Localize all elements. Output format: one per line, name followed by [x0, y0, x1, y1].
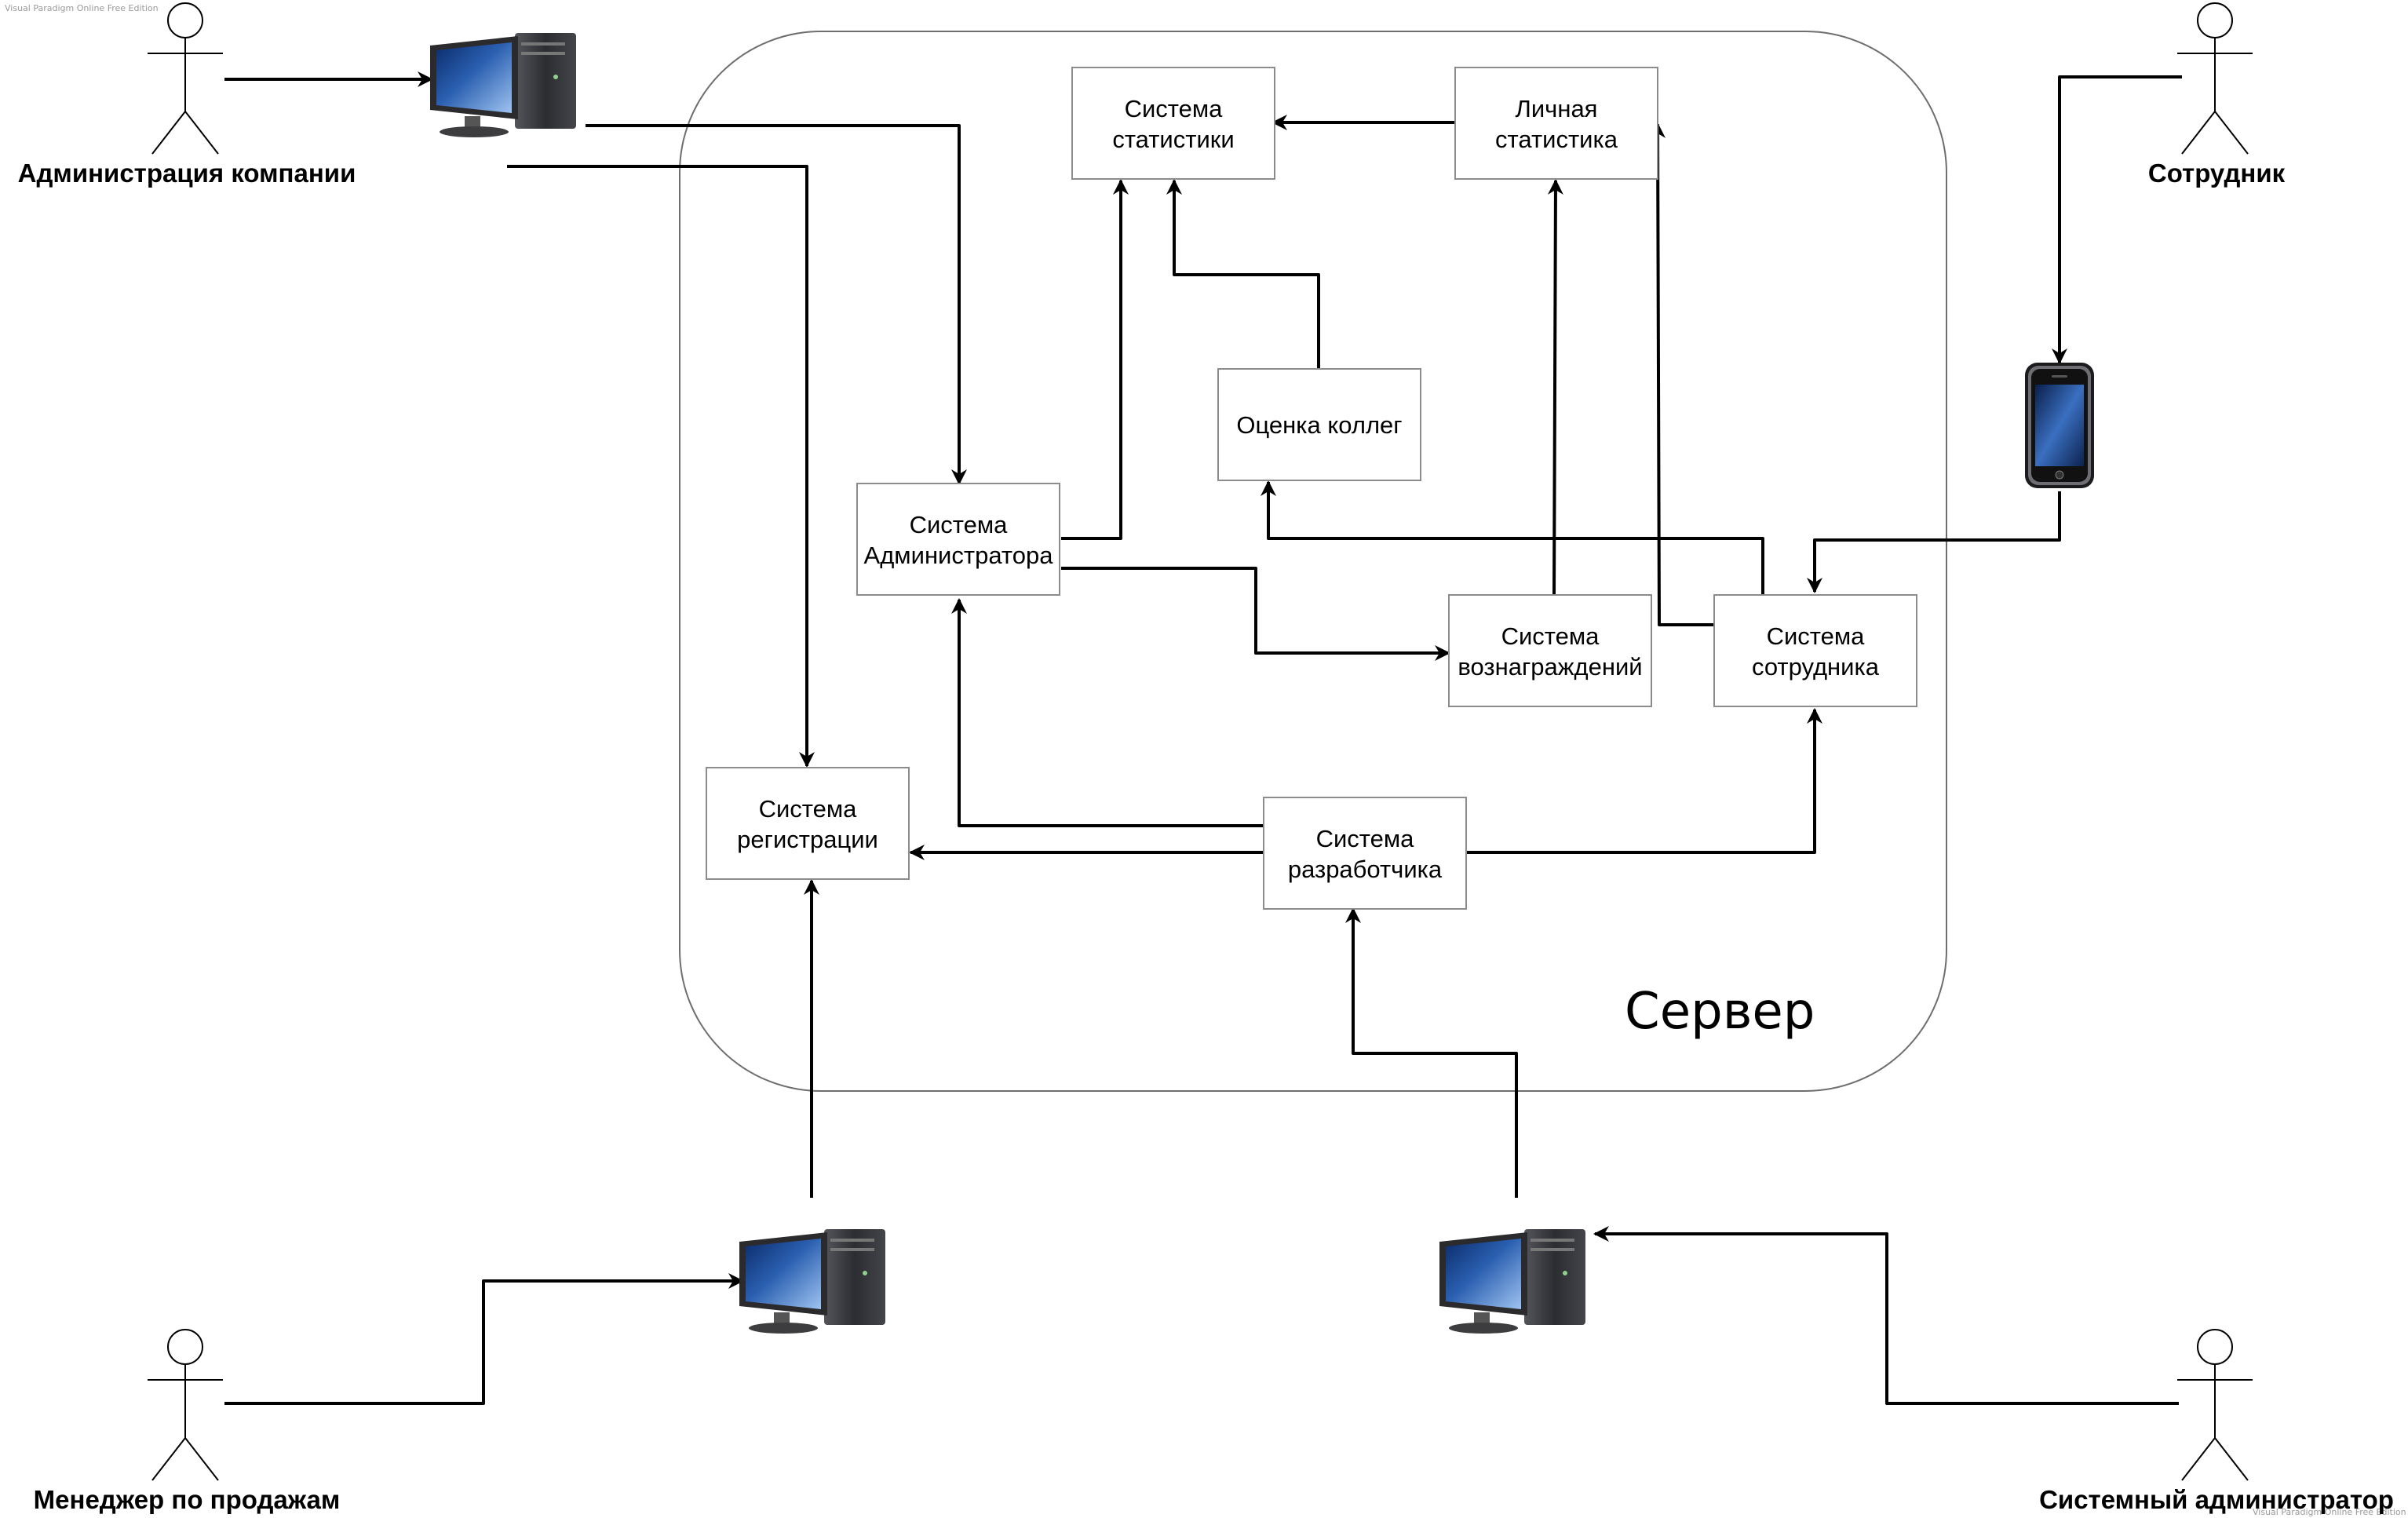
- server-label: Сервер: [1625, 983, 1815, 1041]
- actor-sysadmin: [2177, 1329, 2253, 1481]
- server-container: [679, 31, 1947, 1092]
- box-admin-system-line1: Система: [910, 511, 1009, 538]
- edges: [224, 71, 2182, 1405]
- box-employee-system[interactable]: Система сотрудника: [1713, 594, 1917, 707]
- box-admin-system-line2: Администратора: [864, 542, 1054, 569]
- box-personal-stats-line1: Личная: [1516, 95, 1598, 122]
- box-registration-line2: регистрации: [737, 826, 878, 853]
- watermark-top-left: Visual Paradigm Online Free Edition: [5, 3, 159, 13]
- edge-admin-system-to-rewards: [1061, 567, 1450, 661]
- box-developer-line2: разработчика: [1288, 856, 1443, 883]
- edge-developer-to-admin-system: [951, 598, 1264, 827]
- edge-employee-system-to-peer-review: [1261, 480, 1764, 595]
- edge-employee-system-to-personal-stats: [1650, 122, 1714, 626]
- actor-label-sysadmin: Системный администратор: [2039, 1485, 2394, 1514]
- edge-admin-pc-to-admin-system: [586, 124, 967, 485]
- actor-label-sales-manager: Менеджер по продажам: [34, 1485, 341, 1514]
- actor-employee: [2177, 2, 2253, 155]
- edge-developer-to-employee-system: [1466, 708, 1822, 854]
- desktop-computer-icon-sysadmin: [1439, 1229, 1585, 1334]
- actor-sales-manager: [148, 1329, 223, 1481]
- box-statistics[interactable]: Система статистики: [1071, 67, 1275, 180]
- box-employee-system-line1: Система: [1767, 622, 1866, 650]
- box-peer-review-line1: Оценка коллег: [1236, 411, 1402, 439]
- edge-admin-system-to-statistics: [1061, 179, 1129, 540]
- edge-sales-actor-to-pc: [224, 1273, 744, 1405]
- box-employee-system-line2: сотрудника: [1752, 653, 1880, 681]
- box-registration[interactable]: Система регистрации: [706, 767, 910, 880]
- edge-phone-to-employee-system: [1807, 491, 2061, 593]
- edge-admin-pc-to-registration: [507, 165, 815, 768]
- desktop-computer-icon-sales: [739, 1229, 885, 1334]
- box-registration-line1: Система: [759, 795, 858, 823]
- box-personal-stats[interactable]: Личная статистика: [1454, 67, 1658, 180]
- actor-label-admin-company: Администрация компании: [18, 159, 356, 188]
- box-admin-system[interactable]: Система Администратора: [856, 483, 1060, 596]
- box-developer-line1: Система: [1316, 825, 1415, 852]
- box-developer[interactable]: Система разработчика: [1263, 797, 1467, 910]
- actor-label-employee: Сотрудник: [2148, 159, 2286, 188]
- actor-admin-company: [148, 2, 223, 155]
- edge-employee-actor-to-phone: [2052, 75, 2182, 364]
- box-rewards-line1: Система: [1501, 622, 1600, 650]
- box-statistics-line2: статистики: [1112, 126, 1234, 153]
- box-statistics-line1: Система: [1125, 95, 1224, 122]
- edge-sysadmin-actor-to-pc: [1593, 1226, 2179, 1405]
- edge-peer-review-to-statistics: [1166, 179, 1320, 369]
- box-rewards-line2: вознаграждений: [1458, 653, 1642, 681]
- box-rewards[interactable]: Система вознаграждений: [1448, 594, 1652, 707]
- box-personal-stats-line2: статистика: [1495, 126, 1618, 153]
- watermark-bottom-right: Visual Paradigm Online Free Edition: [2253, 1507, 2406, 1517]
- box-peer-review[interactable]: Оценка коллег: [1217, 368, 1421, 481]
- edge-sysadmin-pc-to-developer: [1345, 907, 1518, 1198]
- desktop-computer-icon-admin: [430, 33, 576, 137]
- edge-rewards-to-personal-stats: [1547, 179, 1563, 596]
- smartphone-icon: [2025, 363, 2094, 488]
